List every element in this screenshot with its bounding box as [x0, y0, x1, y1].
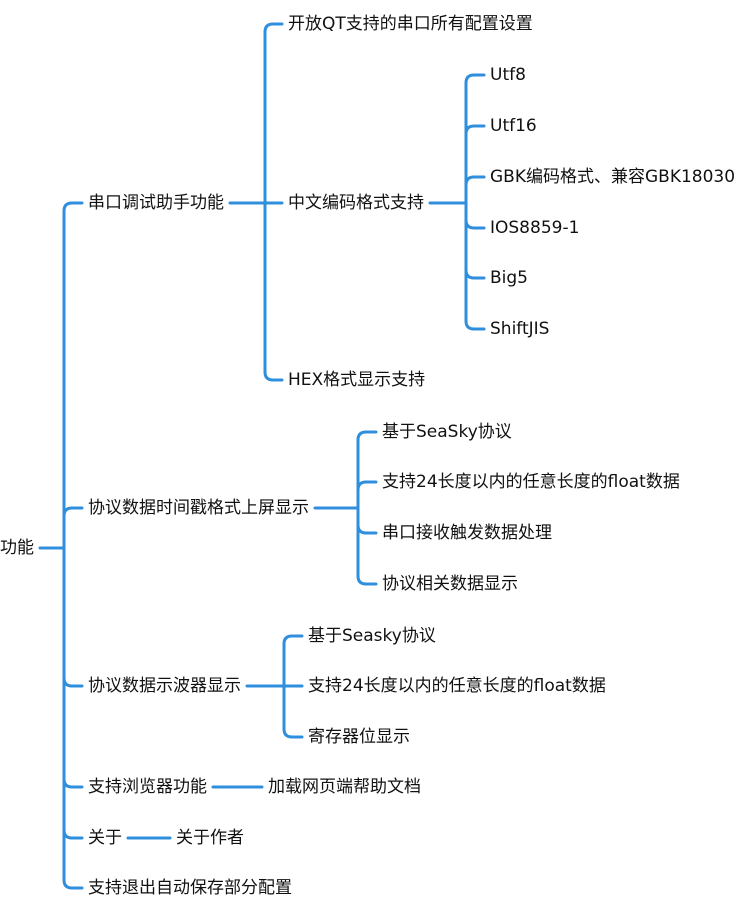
root-node: 功能	[0, 538, 34, 558]
n-3-edge	[62, 546, 84, 789]
leaf-big5: Big5	[490, 268, 528, 288]
n-0-2-edge	[263, 201, 284, 382]
leaf-about-author: 关于作者	[176, 828, 244, 848]
n-1-3-edge	[356, 506, 378, 586]
n-1-1-edge	[356, 480, 378, 510]
n-4-edge	[62, 546, 84, 840]
n-0-1-1-edge	[464, 124, 486, 205]
leaf-rx-trigger: 串口接收触发数据处理	[382, 523, 552, 543]
leaf-protocol-display: 协议相关数据显示	[382, 574, 518, 594]
leaf-seasky-protocol-2: 基于Seasky协议	[308, 626, 436, 646]
leaf-gbk: GBK编码格式、兼容GBK18030	[490, 167, 736, 187]
n-0-1-3-edge	[464, 201, 486, 230]
leaf-utf8: Utf8	[490, 65, 526, 85]
n-0-1-4-edge	[464, 201, 486, 280]
branch-serial-assistant: 串口调试助手功能	[88, 193, 224, 213]
n-0-1-2-edge	[464, 175, 486, 205]
branch-browser: 支持浏览器功能	[88, 777, 207, 797]
leaf-float-data: 支持24长度以内的任意长度的float数据	[382, 472, 680, 492]
leaf-seasky-protocol: 基于SeaSky协议	[382, 422, 512, 442]
branch-oscilloscope: 协议数据示波器显示	[88, 676, 241, 696]
n-1-edge	[62, 506, 84, 550]
n-1-0-edge	[356, 430, 378, 510]
leaf-float-data-2: 支持24长度以内的任意长度的float数据	[308, 676, 606, 696]
n-2-edge	[62, 546, 84, 688]
n-0-edge	[62, 201, 84, 550]
branch-about: 关于	[88, 828, 122, 848]
n-2-2-edge	[282, 684, 304, 739]
leaf-utf16: Utf16	[490, 116, 537, 136]
n-5-edge	[62, 546, 84, 890]
n-2-0-edge	[282, 634, 304, 688]
n-1-2-edge	[356, 506, 378, 535]
leaf-hex-display: HEX格式显示支持	[288, 370, 426, 390]
leaf-shiftjis: ShiftJIS	[490, 319, 550, 339]
leaf-web-help: 加载网页端帮助文档	[268, 777, 421, 797]
n-0-1-5-edge	[464, 201, 486, 331]
branch-protocol-timestamp: 协议数据时间戳格式上屏显示	[88, 498, 309, 518]
leaf-qt-serial-config: 开放QT支持的串口所有配置设置	[288, 14, 533, 34]
branch-autosave: 支持退出自动保存部分配置	[88, 878, 292, 898]
branch-chinese-encoding: 中文编码格式支持	[288, 193, 424, 213]
leaf-ios8859: IOS8859-1	[490, 218, 580, 238]
n-0-1-0-edge	[464, 73, 486, 205]
n-0-0-edge	[263, 22, 284, 205]
leaf-register-bits: 寄存器位显示	[308, 727, 410, 747]
